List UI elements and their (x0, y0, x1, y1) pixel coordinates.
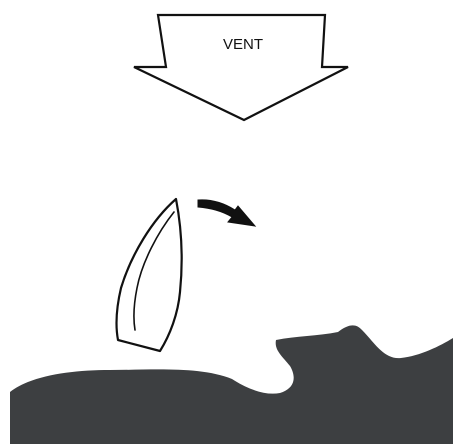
shoreline-land (10, 325, 453, 444)
drift-direction-arrow-icon (198, 200, 255, 226)
wind-direction-arrow-icon: VENT (134, 15, 348, 120)
wind-label: VENT (223, 36, 263, 53)
sailboat-icon (117, 199, 182, 351)
